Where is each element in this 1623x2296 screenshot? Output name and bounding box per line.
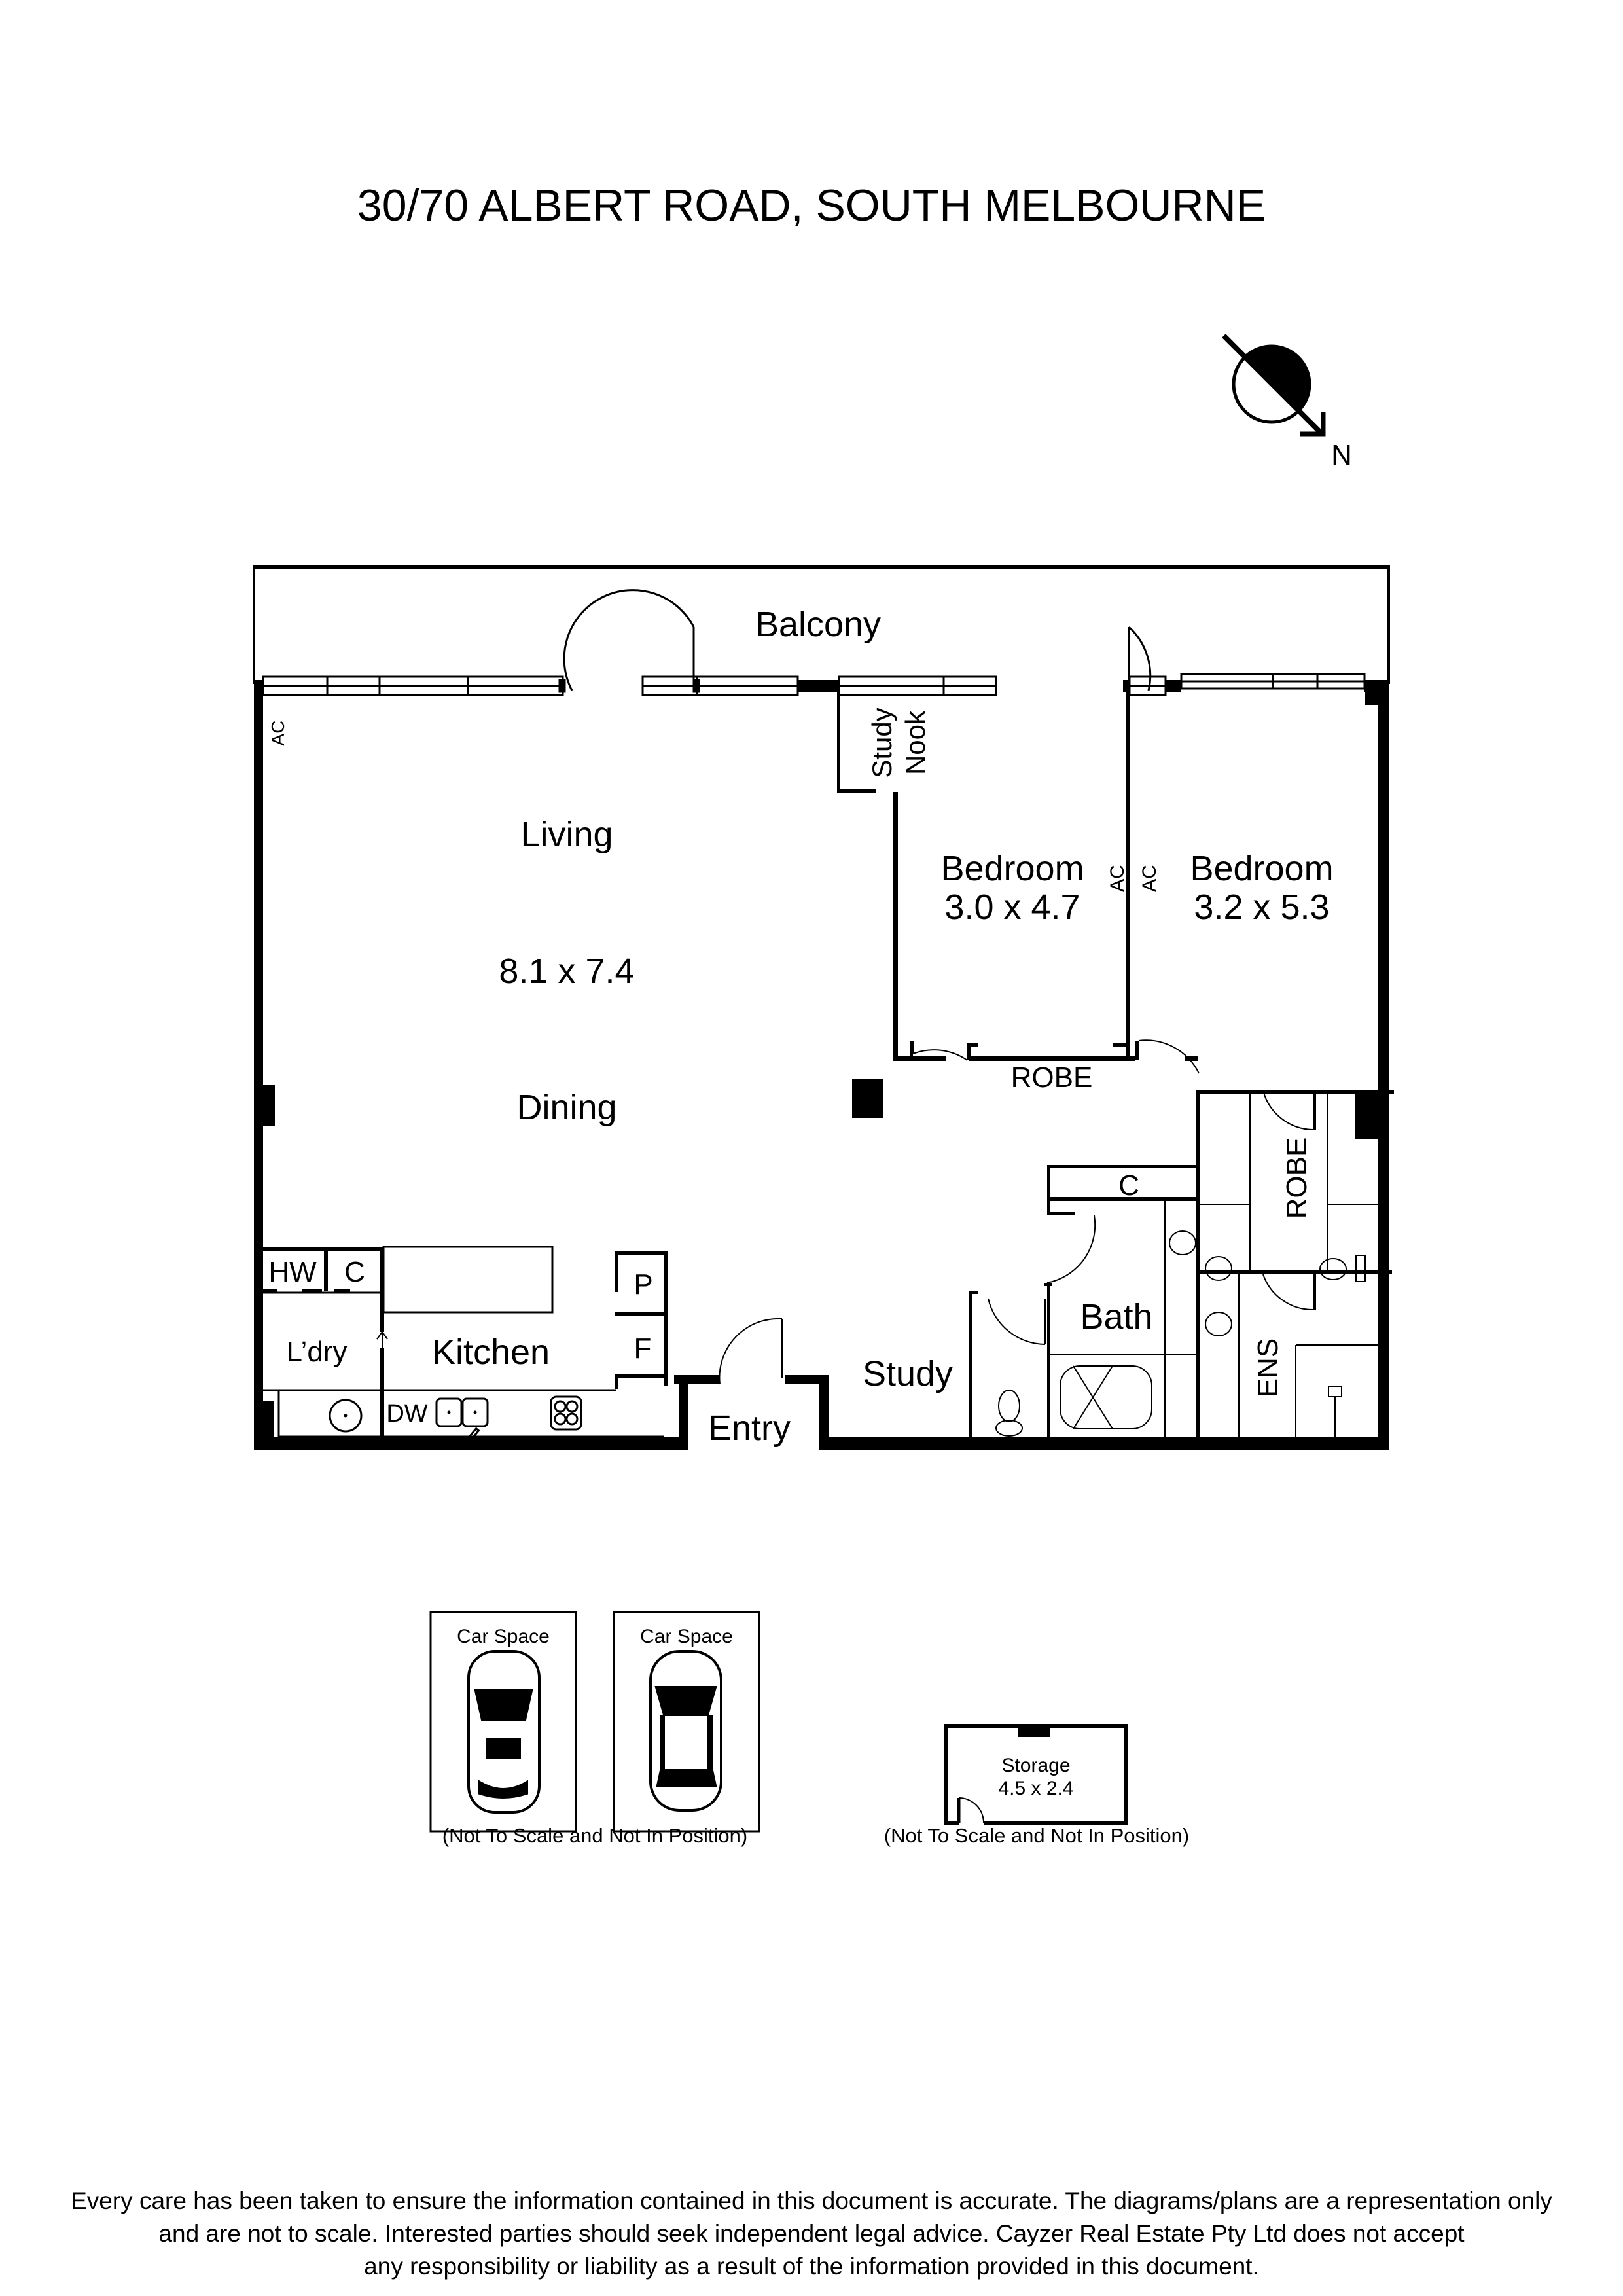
windows: [262, 673, 1366, 696]
label-car-space-2: Car Space: [640, 1626, 733, 1647]
kitchen-fixtures: [263, 1246, 668, 1443]
exterior-walls: [254, 680, 1389, 1450]
label-dishwasher: DW: [386, 1400, 427, 1427]
room-labels: Balcony Living 8.1 x 7.4 Dining AC Study…: [268, 605, 1334, 1448]
label-ac-living: AC: [268, 721, 288, 746]
disclaimer-line-3: any responsibility or liability as a res…: [364, 2253, 1259, 2280]
label-pantry: P: [633, 1268, 652, 1300]
car-icon: [649, 1650, 722, 1812]
car-icon: [467, 1650, 541, 1814]
car-note: (Not To Scale and Not In Position): [442, 1824, 747, 1847]
car-space-1: Car Space: [429, 1611, 577, 1833]
label-living: Living: [520, 815, 613, 854]
page-title: 30/70 ALBERT ROAD, SOUTH MELBOURNE: [357, 181, 1266, 230]
interior-walls: [837, 692, 1394, 1441]
label-kitchen: Kitchen: [432, 1333, 550, 1372]
fixture-outlines: [719, 1039, 1378, 1440]
balcony-doors: [558, 589, 1152, 693]
storage-note: (Not To Scale and Not In Position): [884, 1824, 1189, 1847]
label-ac-bed1: AC: [1107, 865, 1128, 892]
balcony: [253, 565, 1390, 684]
label-living-dims: 8.1 x 7.4: [499, 952, 634, 991]
disclaimer-line-2: and are not to scale. Interested parties…: [158, 2220, 1465, 2247]
label-study: Study: [863, 1354, 953, 1393]
disclaimer: Every care has been taken to ensure the …: [39, 2185, 1584, 2283]
label-bedroom-1-dims: 3.0 x 4.7: [944, 888, 1080, 927]
label-robe-1: ROBE: [1011, 1062, 1093, 1094]
compass-north-label: N: [1331, 439, 1352, 471]
car-space-2: Car Space: [613, 1611, 760, 1833]
label-car-space-1: Car Space: [457, 1626, 550, 1647]
label-laundry: L’dry: [287, 1336, 348, 1368]
label-balcony: Balcony: [755, 605, 881, 644]
label-entry: Entry: [708, 1408, 791, 1448]
label-cupboard: C: [344, 1256, 365, 1288]
label-study-nook-2: Nook: [900, 710, 931, 775]
disclaimer-line-1: Every care has been taken to ensure the …: [71, 2187, 1552, 2214]
label-fridge: F: [634, 1333, 652, 1365]
label-hw: HW: [268, 1256, 317, 1288]
label-ac-bed2: AC: [1139, 865, 1160, 892]
label-study-nook-1: Study: [866, 708, 897, 778]
label-linen-cupboard: C: [1118, 1170, 1139, 1202]
north-arrow-icon: N: [1222, 334, 1352, 471]
label-bath: Bath: [1080, 1297, 1152, 1336]
label-bedroom-2-dims: 3.2 x 5.3: [1194, 888, 1329, 927]
label-storage: Storage: [1001, 1755, 1070, 1776]
label-ensuite: ENS: [1252, 1338, 1284, 1397]
label-bedroom-1: Bedroom: [940, 849, 1084, 888]
label-dining: Dining: [516, 1088, 616, 1127]
storage-unit: Storage 4.5 x 2.4: [944, 1724, 1128, 1825]
label-storage-dims: 4.5 x 2.4: [998, 1778, 1073, 1799]
label-robe-2: ROBE: [1281, 1138, 1313, 1219]
label-bedroom-2: Bedroom: [1190, 849, 1333, 888]
